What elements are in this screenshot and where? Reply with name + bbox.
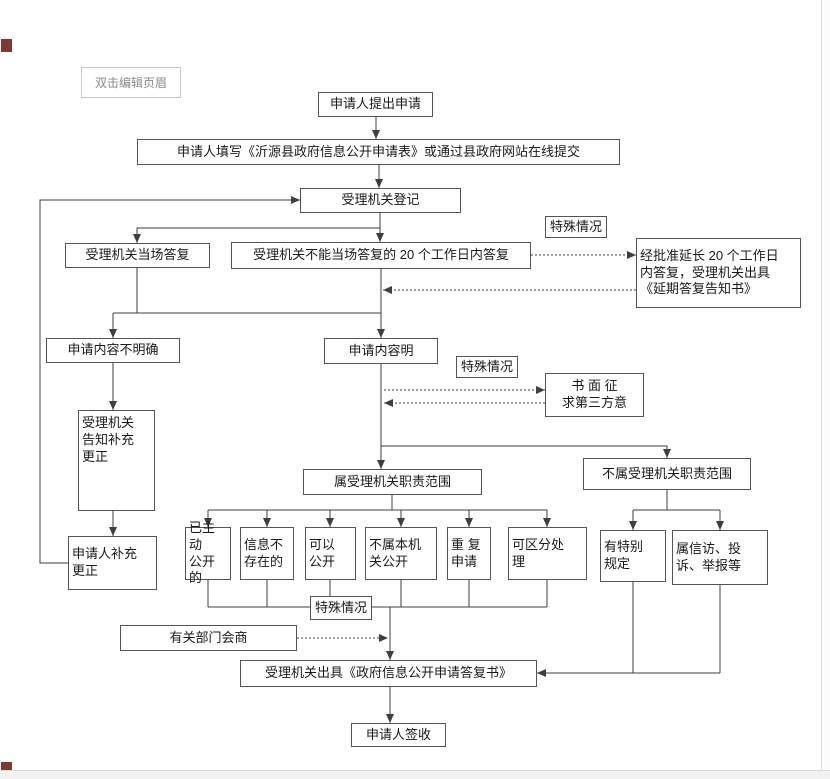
node-content-unclear: 申请内容不明确 <box>46 338 180 363</box>
node-petition-channel: 属信访、投 诉、举报等 <box>672 530 768 585</box>
node-fill-form: 申请人填写《沂源县政府信息公开申请表》或通过县政府网站在线提交 <box>137 139 620 165</box>
header-edit-hint[interactable]: 双击编辑页眉 <box>81 67 181 98</box>
node-not-this-organ: 不属本机 关公开 <box>365 527 437 580</box>
label-special-case-2: 特殊情况 <box>456 356 518 378</box>
node-dept-consult: 有关部门会商 <box>120 625 297 651</box>
label-special-case-1: 特殊情况 <box>545 216 607 238</box>
node-sign-receipt: 申请人签收 <box>351 723 446 747</box>
node-reply-document: 受理机关出具《政府信息公开申请答复书》 <box>240 660 537 687</box>
node-register: 受理机关登记 <box>300 188 461 213</box>
node-content-clear: 申请内容明 <box>324 338 438 364</box>
node-special-rules: 有特别 规定 <box>600 530 666 582</box>
node-out-of-scope: 不属受理机关职责范围 <box>583 458 751 490</box>
node-already-public: 已主动 公开的 <box>185 520 231 585</box>
page-edge-bottom <box>0 770 830 779</box>
dotted-connectors <box>297 251 636 642</box>
solid-connectors <box>39 117 724 723</box>
node-deadline-reply: 受理机关不能当场答复的 20 个工作日内答复 <box>231 242 531 269</box>
node-extension-notice: 经批准延长 20 个工作日 内答复，受理机关出具 《延期答复告知书》 <box>636 238 801 308</box>
page-edge-right <box>821 0 830 770</box>
margin-marker-bottom-left <box>1 762 12 775</box>
node-applicant-supplement: 申请人补充 更正 <box>68 536 157 590</box>
node-third-party-opinion: 书 面 征 求第三方意 <box>545 373 644 417</box>
margin-marker-top-left <box>1 39 12 52</box>
node-can-disclose: 可以 公开 <box>305 527 356 580</box>
node-onsite-reply: 受理机关当场答复 <box>65 243 210 268</box>
node-notify-supplement: 受理机关 告知补充 更正 <box>78 410 155 511</box>
label-special-case-3: 特殊情况 <box>310 596 372 620</box>
node-submit-application: 申请人提出申请 <box>318 92 433 117</box>
node-repeat-apply: 重 复 申请 <box>447 527 491 580</box>
node-in-scope: 属受理机关职责范围 <box>303 469 482 495</box>
node-separable-handling: 可区分处 理 <box>508 527 587 580</box>
node-info-not-exist: 信息不 存在的 <box>240 527 294 580</box>
